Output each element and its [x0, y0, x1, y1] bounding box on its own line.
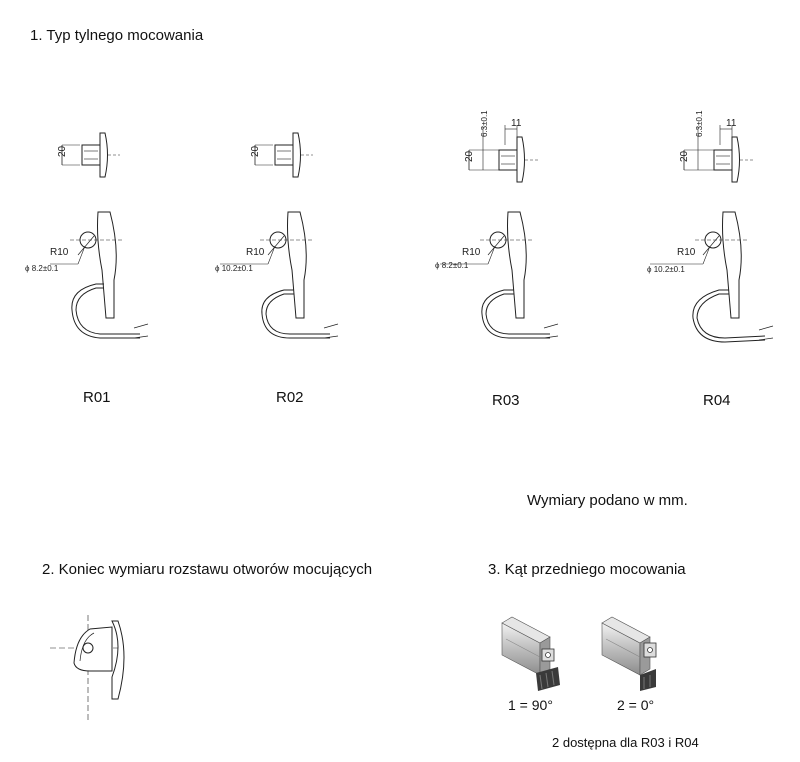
section1-heading: 1. Typ tylnego mocowania: [30, 27, 204, 44]
mount-r03-height-dim: 20: [464, 150, 475, 162]
mount-r04-top-view: 20 6.3±0.1 11: [679, 110, 754, 183]
mount-r03-offset-dim: 6.3±0.1: [480, 110, 489, 137]
mount-r01-height-dim: 20: [57, 145, 68, 157]
mount-r03-top-view: 20 6.3±0.1 11: [464, 110, 539, 183]
mount-r03-depth-dim: 11: [511, 118, 522, 129]
section3-heading: 3. Kąt przedniego mocowania: [488, 561, 686, 578]
mount-r04-label: R04: [703, 392, 731, 409]
mount-r01-side-view: R10 ϕ 8.2±0.1: [25, 211, 149, 339]
mount-r02-hole-dim: ϕ 10.2±0.1: [215, 264, 253, 273]
mount-r01-top-view: 20: [57, 132, 120, 178]
units-note: Wymiary podano w mm.: [527, 492, 688, 509]
angle-option-0-label: 2 = 0°: [617, 697, 655, 713]
mount-r01-radius-dim: R10: [50, 247, 69, 258]
mount-r04-depth-dim: 11: [726, 118, 737, 129]
mount-r01-hole-dim: ϕ 8.2±0.1: [25, 264, 59, 273]
mount-r02-height-dim: 20: [250, 145, 261, 157]
mount-r04-offset-dim: 6.3±0.1: [695, 110, 704, 137]
mount-r01-label: R01: [83, 389, 111, 406]
angle-option-90-image: [501, 616, 560, 691]
mount-r02-side-view: R10 ϕ 10.2±0.1: [215, 211, 339, 339]
mount-r03-label: R03: [492, 392, 520, 409]
mount-r04-height-dim: 20: [679, 150, 690, 162]
angle-option-0-image: [601, 616, 657, 691]
angle-option-90-label: 1 = 90°: [508, 697, 553, 713]
mount-r04-radius-dim: R10: [677, 247, 696, 258]
mount-r04-hole-dim: ϕ 10.2±0.1: [647, 265, 685, 274]
mount-r03-radius-dim: R10: [462, 247, 481, 258]
mount-r02-radius-dim: R10: [246, 247, 265, 258]
hole-spacing-end-drawing: [50, 615, 125, 721]
angle-availability-note: 2 dostępna dla R03 i R04: [552, 735, 699, 750]
mount-r03-side-view: R10 ϕ 8.2±0.1: [435, 211, 559, 339]
mount-r04-side-view: R10 ϕ 10.2±0.1: [647, 211, 774, 343]
mount-r03-hole-dim: ϕ 8.2±0.1: [435, 261, 469, 270]
mount-r02-label: R02: [276, 389, 304, 406]
section2-heading: 2. Koniec wymiaru rozstawu otworów mocuj…: [42, 561, 373, 578]
mount-r02-top-view: 20: [250, 132, 313, 178]
